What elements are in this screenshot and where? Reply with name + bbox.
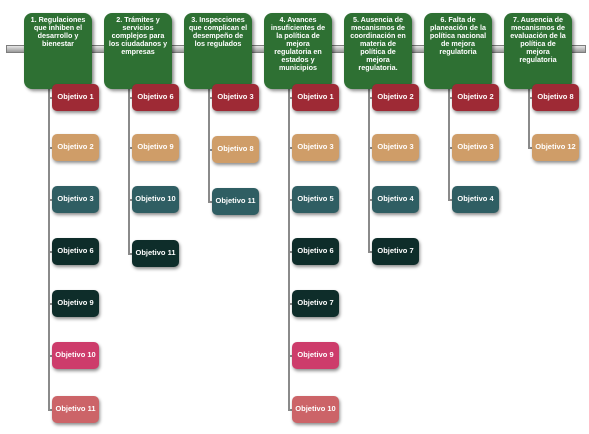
problem-header: 1. Regulaciones que inhiben el desarroll…	[24, 13, 92, 89]
column-connector-line	[368, 88, 370, 252]
objective-box: Objetivo 11	[132, 240, 179, 267]
objective-box: Objetivo 3	[452, 134, 499, 161]
objective-connector-tick	[48, 355, 54, 357]
objective-connector-tick	[368, 199, 374, 201]
objective-box: Objetivo 9	[52, 290, 99, 317]
problem-header: 3. Inspecciones que complican el desempe…	[184, 13, 252, 89]
objective-connector-tick	[288, 355, 294, 357]
objective-connector-tick	[208, 149, 214, 151]
objective-connector-tick	[448, 97, 454, 99]
objective-connector-tick	[368, 251, 374, 253]
objective-box: Objetivo 3	[292, 134, 339, 161]
objective-box: Objetivo 2	[452, 84, 499, 111]
objective-connector-tick	[448, 199, 454, 201]
objective-connector-tick	[368, 97, 374, 99]
objective-box: Objetivo 4	[452, 186, 499, 213]
objective-box: Objetivo 9	[292, 342, 339, 369]
problem-header: 5. Ausencia de mecanismos de coordinació…	[344, 13, 412, 89]
objective-box: Objetivo 1	[292, 84, 339, 111]
objective-box: Objetivo 3	[212, 84, 259, 111]
objective-box: Objetivo 5	[292, 186, 339, 213]
objective-box: Objetivo 6	[52, 238, 99, 265]
objective-connector-tick	[448, 147, 454, 149]
objective-connector-tick	[288, 199, 294, 201]
objective-box: Objetivo 7	[372, 238, 419, 265]
objective-connector-tick	[288, 251, 294, 253]
objective-connector-tick	[48, 409, 54, 411]
objective-connector-tick	[48, 303, 54, 305]
objective-connector-tick	[368, 147, 374, 149]
column-connector-line	[48, 88, 50, 410]
column-connector-line	[208, 88, 210, 202]
problem-header: 4. Avances insuficientes de la política …	[264, 13, 332, 89]
objective-connector-tick	[528, 97, 534, 99]
problem-header: 7. Ausencia de mecanismos de evaluación …	[504, 13, 572, 89]
objective-connector-tick	[128, 199, 134, 201]
column-connector-line	[288, 88, 290, 410]
objective-box: Objetivo 1	[52, 84, 99, 111]
objective-connector-tick	[288, 409, 294, 411]
objective-connector-tick	[48, 251, 54, 253]
objective-connector-tick	[288, 147, 294, 149]
objective-box: Objetivo 2	[372, 84, 419, 111]
objective-connector-tick	[208, 201, 214, 203]
objective-box: Objetivo 3	[52, 186, 99, 213]
objective-box: Objetivo 10	[292, 396, 339, 423]
problem-header: 2. Trámites y servicios complejos para l…	[104, 13, 172, 89]
objective-connector-tick	[528, 147, 534, 149]
objective-box: Objetivo 11	[52, 396, 99, 423]
objective-connector-tick	[288, 303, 294, 305]
objective-box: Objetivo 11	[212, 188, 259, 215]
objective-connector-tick	[48, 97, 54, 99]
objective-box: Objetivo 8	[532, 84, 579, 111]
objective-box: Objetivo 9	[132, 134, 179, 161]
objective-box: Objetivo 10	[52, 342, 99, 369]
objective-box: Objetivo 12	[532, 134, 579, 161]
column-connector-line	[448, 88, 450, 200]
objective-box: Objetivo 4	[372, 186, 419, 213]
objective-box: Objetivo 8	[212, 136, 259, 163]
objective-connector-tick	[48, 199, 54, 201]
objective-box: Objetivo 7	[292, 290, 339, 317]
objective-box: Objetivo 6	[132, 84, 179, 111]
column-connector-line	[128, 88, 130, 254]
objective-box: Objetivo 10	[132, 186, 179, 213]
objective-connector-tick	[208, 97, 214, 99]
objective-connector-tick	[128, 97, 134, 99]
objective-box: Objetivo 3	[372, 134, 419, 161]
column-connector-line	[528, 88, 530, 148]
objective-connector-tick	[128, 253, 134, 255]
objective-connector-tick	[288, 97, 294, 99]
objective-connector-tick	[48, 147, 54, 149]
objective-connector-tick	[128, 147, 134, 149]
objective-box: Objetivo 6	[292, 238, 339, 265]
objective-box: Objetivo 2	[52, 134, 99, 161]
problem-header: 6. Falta de planeación de la política na…	[424, 13, 492, 89]
